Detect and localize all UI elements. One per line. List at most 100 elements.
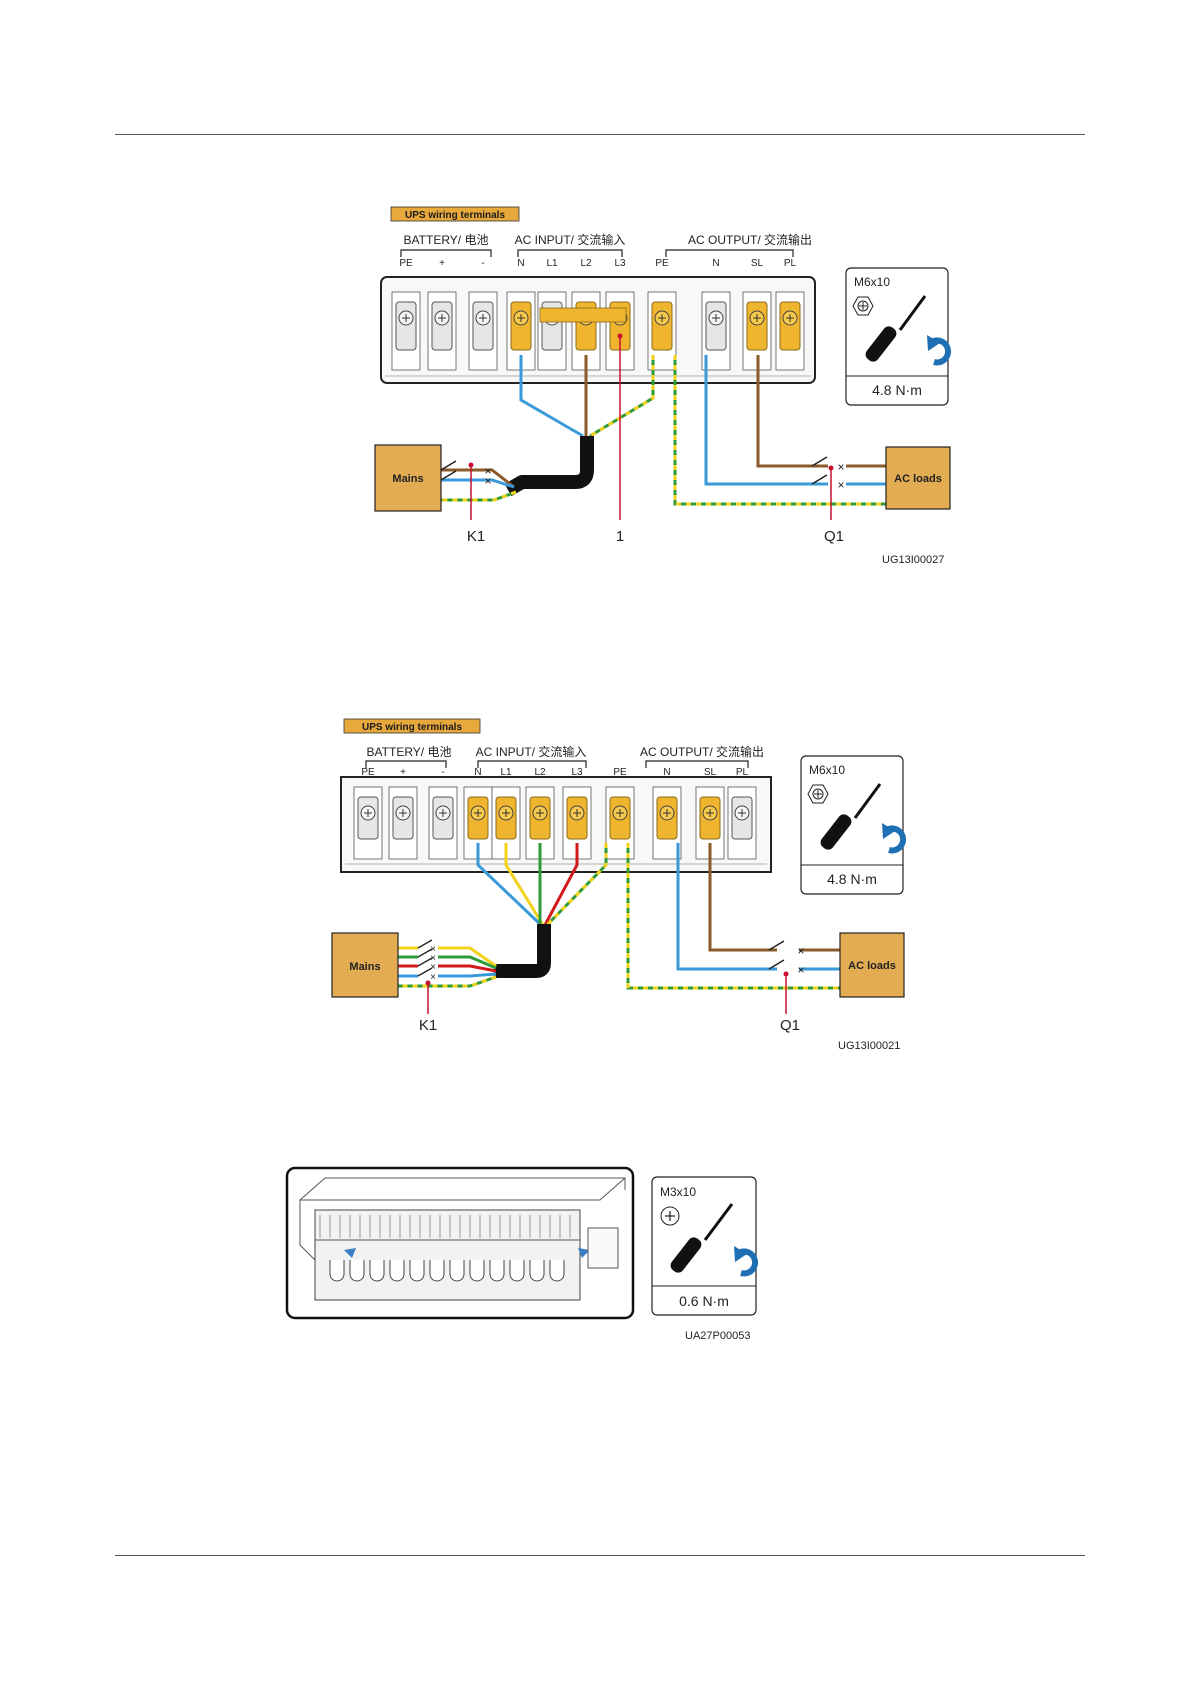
- terminal-post: [468, 291, 498, 371]
- terminal-post: [701, 291, 731, 371]
- terminal-post: [537, 291, 567, 371]
- slot: [409, 1260, 425, 1282]
- slot: [349, 1260, 365, 1282]
- busbar-link: [539, 307, 627, 323]
- terminal-post: [353, 786, 383, 860]
- terminal-label: L1: [546, 258, 558, 269]
- terminal-label: L1: [500, 767, 512, 778]
- header-text: UPS wiring terminals: [405, 210, 505, 221]
- terminal-label: -: [441, 767, 444, 778]
- terminal-label: N: [474, 767, 481, 778]
- mains-box: [331, 932, 399, 998]
- torque-card-2: M6x10 4.8 N·m: [800, 755, 907, 895]
- terminal-label: PE: [613, 767, 627, 778]
- terminals: [391, 291, 805, 371]
- terminal-label: -: [481, 258, 484, 269]
- phillips-screw-icon: [807, 784, 829, 804]
- slot: [509, 1260, 525, 1282]
- cover-install-diagram: M3x10 0.6 N·m UA27P00053: [285, 1166, 759, 1342]
- k1-breaker: × ×: [440, 460, 492, 488]
- terminal-label: PL: [736, 767, 749, 778]
- svg-text:×: ×: [484, 474, 491, 488]
- terminal-post: [525, 786, 555, 860]
- arrow-right-icon: [578, 1248, 590, 1258]
- mains-label: Mains: [349, 961, 380, 973]
- terminal-label: +: [400, 767, 406, 778]
- svg-text:×: ×: [430, 953, 436, 964]
- wiring-diagram-2: UPS wiring terminals BATTERY/ 电池 AC INPU…: [331, 718, 907, 1052]
- ac-loads-label: AC loads: [848, 960, 896, 972]
- terminal-label: L3: [614, 258, 626, 269]
- callout-q1: Q1: [824, 528, 844, 545]
- terminal-post: [506, 291, 536, 371]
- screwdriver-icon: [670, 1203, 734, 1273]
- terminal-label: N: [663, 767, 670, 778]
- terminal-label: L2: [580, 258, 592, 269]
- ac-input-group-label: AC INPUT/ 交流输入: [476, 744, 587, 759]
- callout-1: 1: [616, 528, 624, 545]
- svg-text:×: ×: [484, 464, 491, 478]
- svg-text:×: ×: [837, 478, 844, 492]
- torque-value: 0.6 N·m: [679, 1293, 729, 1309]
- torque-arrow-icon: [882, 823, 907, 854]
- terminal-labels: PE + - N L1 L2 L3 PE N SL PL: [361, 767, 748, 778]
- slot: [529, 1260, 545, 1282]
- slot: [469, 1260, 485, 1282]
- slot: [329, 1260, 345, 1282]
- phillips-screw-icon: [660, 1206, 680, 1226]
- torque-card-3: M3x10 0.6 N·m: [651, 1176, 759, 1316]
- ac-loads-box: [885, 446, 951, 510]
- figure-code-2: UG13I00021: [838, 1040, 900, 1052]
- callout-k1: K1: [419, 1017, 437, 1034]
- wiring-diagram-1: UPS wiring terminals BATTERY/ 电池 AC INPU…: [374, 206, 952, 566]
- terminal-post: [388, 786, 418, 860]
- svg-text:×: ×: [430, 972, 436, 983]
- terminal-label: L3: [571, 767, 583, 778]
- battery-group-label: BATTERY/ 电池: [367, 745, 452, 759]
- screw-spec: M6x10: [809, 763, 845, 777]
- terminal-post: [727, 786, 757, 860]
- figure-code-1: UG13I00027: [882, 554, 944, 566]
- slot: [549, 1260, 565, 1282]
- terminal-post: [391, 291, 421, 371]
- terminal-label: PE: [361, 767, 375, 778]
- q1-breaker: × ×: [811, 456, 845, 492]
- figure-code-3: UA27P00053: [685, 1330, 750, 1342]
- mains-label: Mains: [392, 473, 423, 485]
- q1-breaker: × ×: [768, 940, 805, 977]
- torque-value: 4.8 N·m: [872, 382, 922, 398]
- screw-spec: M6x10: [854, 275, 890, 289]
- terminal-label: PL: [784, 258, 797, 269]
- terminal-post: [427, 291, 457, 371]
- terminal-post: [491, 786, 521, 860]
- terminal-label: N: [712, 258, 719, 269]
- terminal-post: [428, 786, 458, 860]
- cover-slots: [319, 1215, 571, 1282]
- screwdriver-icon: [820, 783, 882, 850]
- ac-loads-box: [839, 932, 905, 998]
- mains-box: [374, 444, 442, 512]
- torque-value: 4.8 N·m: [827, 871, 877, 887]
- slot: [449, 1260, 465, 1282]
- header-tag: [390, 206, 520, 222]
- screwdriver-icon: [865, 295, 927, 362]
- arrow-left-icon: [344, 1248, 356, 1258]
- svg-text:×: ×: [430, 962, 436, 973]
- torque-arrow-icon: [927, 335, 952, 366]
- terminal-label: +: [439, 258, 445, 269]
- terminal-post: [605, 786, 635, 860]
- battery-group-label: BATTERY/ 电池: [404, 233, 489, 247]
- terminal-label: L2: [534, 767, 546, 778]
- screw-spec: M3x10: [660, 1185, 696, 1199]
- slot: [389, 1260, 405, 1282]
- ac-output-group-label: AC OUTPUT/ 交流输出: [688, 232, 812, 247]
- bottom-rule: [115, 1555, 1085, 1556]
- slot: [489, 1260, 505, 1282]
- svg-text:×: ×: [797, 963, 804, 977]
- torque-card-1: M6x10 4.8 N·m: [845, 267, 952, 406]
- ac-output-group-label: AC OUTPUT/ 交流输出: [640, 744, 764, 759]
- svg-text:×: ×: [430, 944, 436, 955]
- terminal-label: SL: [704, 767, 717, 778]
- terminal-post: [652, 786, 682, 860]
